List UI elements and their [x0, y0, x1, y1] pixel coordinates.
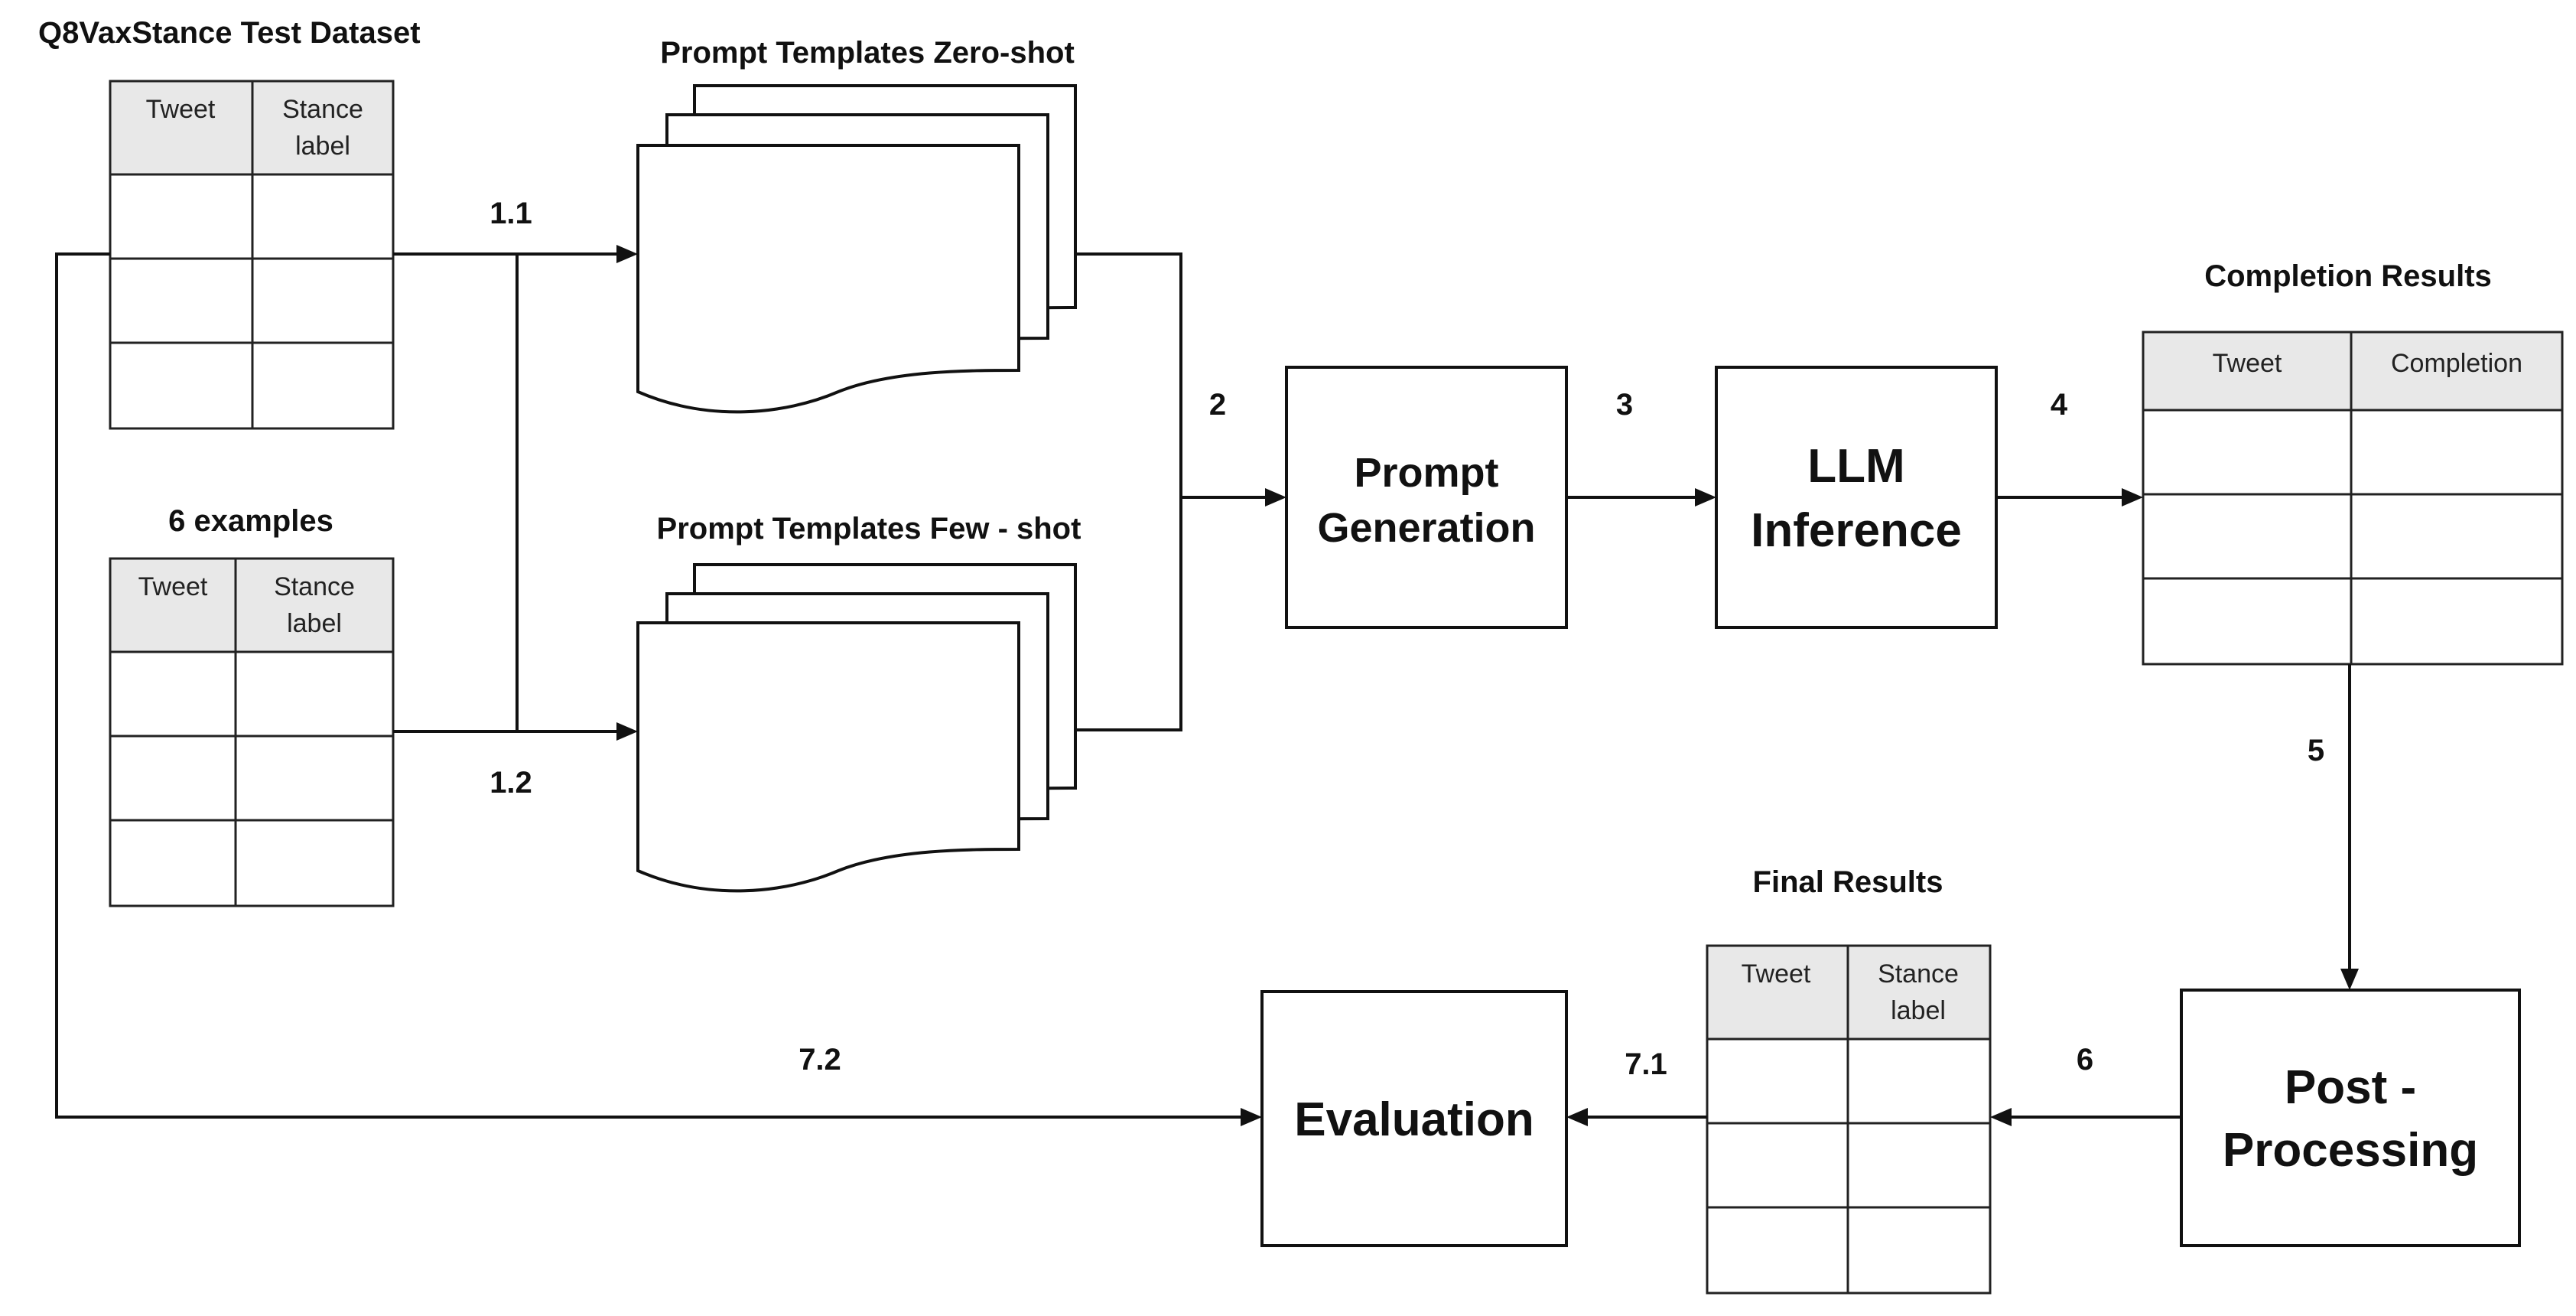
post-processing-label-line2: Processing: [2223, 1124, 2478, 1177]
step-label-1-2: 1.2: [490, 766, 532, 800]
final-col-stance-line1: Stance: [1878, 959, 1959, 989]
prompt-templates-few-shot: [636, 563, 1077, 893]
llm-inference-box: LLM Inference: [1715, 366, 1998, 629]
evaluation-box: Evaluation: [1260, 990, 1568, 1247]
step-label-2: 2: [1209, 388, 1226, 422]
arrow-4: [1996, 488, 2143, 507]
step-label-4: 4: [2051, 388, 2068, 422]
prompt-generation-label-line2: Generation: [1317, 505, 1535, 551]
step-label-6: 6: [2077, 1043, 2093, 1077]
final-results-table: Tweet Stance label: [1706, 944, 1992, 1295]
test-dataset-col-stance-line2: label: [295, 132, 350, 161]
examples-col-stance-line1: Stance: [274, 572, 355, 601]
arrow-5: [2340, 664, 2359, 990]
completion-results-table: Tweet Completion: [2142, 331, 2564, 666]
examples-col-tweet: Tweet: [138, 572, 208, 601]
prompt-generation-label-line1: Prompt: [1355, 450, 1499, 496]
arrow-7-1: [1566, 1108, 1707, 1126]
examples-table: Tweet Stance label: [109, 557, 395, 907]
final-col-tweet: Tweet: [1742, 959, 1811, 989]
llm-inference-label-line1: LLM: [1807, 440, 1904, 493]
examples-col-stance-line2: label: [287, 609, 342, 638]
arrow-1-1: [393, 245, 638, 263]
prompt-templates-zero-shot: [636, 84, 1077, 414]
completion-results-title: Completion Results: [2204, 259, 2492, 293]
examples-title: 6 examples: [168, 504, 333, 538]
arrow-2: [1075, 252, 1286, 731]
completion-col-tweet: Tweet: [2213, 349, 2282, 378]
evaluation-label: Evaluation: [1294, 1093, 1534, 1146]
step-label-7-1: 7.1: [1625, 1047, 1667, 1081]
step-label-3: 3: [1616, 388, 1633, 422]
prompt-generation-box: Prompt Generation: [1285, 366, 1568, 629]
test-dataset-title: Q8VaxStance Test Dataset: [38, 16, 421, 50]
post-processing-label-line1: Post -: [2285, 1061, 2416, 1114]
arrow-3: [1566, 488, 1716, 507]
post-processing-box: Post - Processing: [2180, 989, 2521, 1247]
arrow-7-2: [55, 252, 1262, 1126]
final-col-stance-line2: label: [1891, 996, 1946, 1025]
arrow-1-2: [393, 722, 638, 741]
completion-col-completion: Completion: [2391, 349, 2522, 378]
llm-inference-label-line2: Inference: [1751, 504, 1962, 557]
test-dataset-col-tweet: Tweet: [146, 95, 216, 124]
prompt-few-title: Prompt Templates Few - shot: [657, 512, 1081, 546]
final-results-title: Final Results: [1753, 865, 1943, 899]
prompt-zero-title: Prompt Templates Zero-shot: [660, 36, 1075, 70]
test-dataset-col-stance-line1: Stance: [282, 95, 363, 124]
test-dataset-table: Tweet Stance label: [109, 80, 395, 430]
step-label-7-2: 7.2: [798, 1043, 841, 1077]
step-label-1-1: 1.1: [490, 197, 532, 230]
arrow-6: [1990, 1108, 2181, 1126]
step-label-5: 5: [2308, 734, 2324, 767]
